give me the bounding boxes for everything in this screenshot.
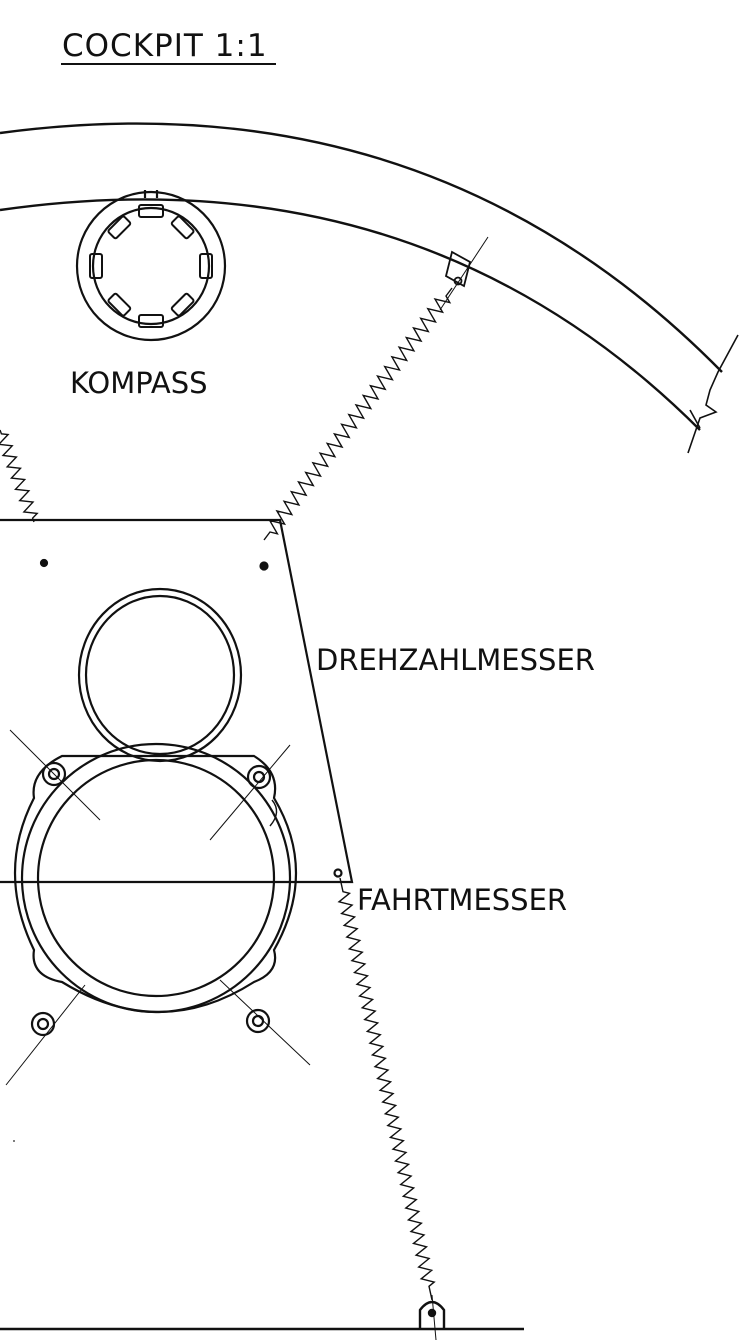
spring-upper-left bbox=[0, 429, 39, 523]
panel-rivet-top-right bbox=[259, 561, 269, 571]
title-text: COCKPIT 1:1 bbox=[62, 28, 268, 64]
flange-edge-mark bbox=[269, 799, 278, 827]
centerline-bottom-right bbox=[219, 979, 311, 1066]
compass-inner-ring bbox=[91, 206, 211, 326]
canopy-frame-outer-arc bbox=[0, 122, 723, 373]
tachometer-icon bbox=[77, 587, 243, 763]
compass-pad-ne bbox=[170, 215, 195, 240]
compass-label: KOMPASS bbox=[70, 366, 208, 400]
compass-outer-ring bbox=[75, 190, 227, 342]
drawing-speck bbox=[13, 1140, 15, 1142]
airspeed-screw-bosses bbox=[30, 761, 272, 1037]
airspeed-label: FAHRTMESSER bbox=[357, 883, 567, 917]
tachometer-outer-ring bbox=[77, 587, 243, 763]
screw-bottom-right-hole bbox=[251, 1014, 265, 1028]
airspeed-indicator-icon bbox=[5, 729, 311, 1086]
compass-icon bbox=[75, 190, 227, 342]
compass-pad-top bbox=[138, 204, 164, 218]
bottom-mount-centerline bbox=[431, 1294, 437, 1340]
panel-rivet-top-left bbox=[39, 558, 49, 568]
tachometer-inner-ring bbox=[84, 594, 236, 756]
compass-bezel-pads bbox=[89, 204, 213, 328]
tachometer-label: DREHZAHLMESSER bbox=[316, 643, 595, 677]
canopy-mount-lug-hole bbox=[453, 276, 463, 286]
springs bbox=[0, 287, 453, 1301]
screw-bottom-left bbox=[30, 1011, 56, 1037]
centerline-top-right bbox=[209, 744, 291, 841]
airspeed-flange bbox=[14, 754, 297, 1013]
compass-pad-left bbox=[89, 253, 103, 279]
screw-top-right bbox=[246, 764, 272, 790]
panel-rivet-bottom-right bbox=[333, 868, 343, 878]
spring-upper-right bbox=[263, 287, 453, 541]
compass-pad-se bbox=[170, 292, 195, 317]
airspeed-outer-ring bbox=[20, 742, 292, 1014]
instrument-panel bbox=[0, 518, 354, 884]
compass-pad-right bbox=[199, 253, 213, 279]
instrument-panel-outline bbox=[0, 518, 354, 884]
canopy-mount-centerline bbox=[439, 236, 489, 311]
compass-pad-sw bbox=[107, 292, 132, 317]
compass-pad-bottom bbox=[138, 314, 164, 328]
airspeed-inner-ring bbox=[36, 758, 276, 998]
canopy-mount-lug bbox=[439, 236, 489, 311]
bottom-mount-lug bbox=[418, 1300, 446, 1329]
airspeed-center-lines bbox=[5, 729, 311, 1086]
compass-pad-nw bbox=[107, 215, 132, 240]
centerline-top-left bbox=[9, 729, 101, 821]
bottom-mount bbox=[0, 1294, 524, 1340]
screw-top-left bbox=[41, 761, 67, 787]
canopy-frame bbox=[0, 122, 739, 454]
screw-top-left-hole bbox=[47, 767, 61, 781]
drawing-title: COCKPIT 1:1 bbox=[61, 28, 276, 65]
spring-lower-right bbox=[337, 877, 436, 1301]
canopy-frame-break-tick bbox=[689, 409, 701, 429]
screw-bottom-right bbox=[245, 1008, 271, 1034]
centerline-bottom-left bbox=[5, 984, 86, 1086]
screw-bottom-left-hole bbox=[36, 1017, 50, 1031]
canopy-frame-break-line bbox=[687, 334, 739, 454]
